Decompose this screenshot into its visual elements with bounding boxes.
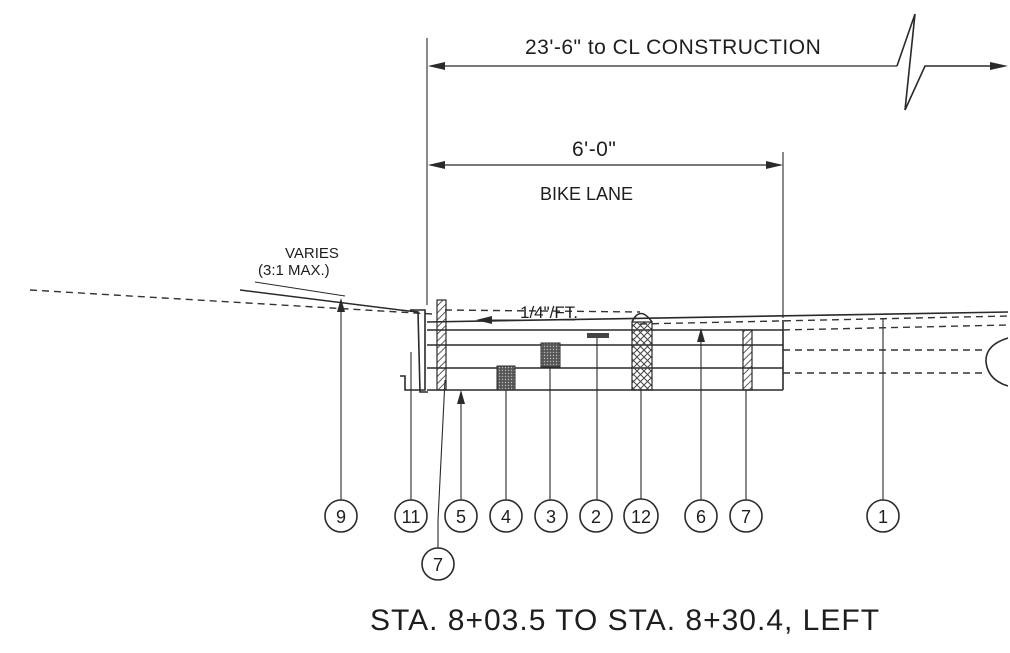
existing-ground-line <box>29 289 433 315</box>
svg-text:3: 3 <box>546 507 556 527</box>
existing-ground-line-far <box>639 315 1009 325</box>
callout-12: 12 <box>623 498 659 534</box>
callout-1: 1 <box>866 499 900 533</box>
callout-bubbles: 9 11 5 4 3 2 12 6 7 1 7 <box>324 498 900 581</box>
svg-text:11: 11 <box>402 507 421 527</box>
pavement-section <box>400 299 1009 391</box>
overall-dimension-label: 23'-6" to CL CONSTRUCTION <box>525 36 821 59</box>
svg-text:2: 2 <box>591 507 601 527</box>
graded-slope <box>239 289 428 393</box>
callout-7-lower: 7 <box>421 547 455 581</box>
svg-text:7: 7 <box>433 555 443 575</box>
callout-2: 2 <box>579 499 613 533</box>
cross-slope-label: 1/4"/FT. <box>520 303 578 322</box>
svg-text:4: 4 <box>501 507 511 527</box>
cross-slope-note: 1/4"/FT. <box>476 303 578 324</box>
callout-9: 9 <box>324 499 358 533</box>
bike-lane-width-label: 6'-0" <box>572 138 616 161</box>
callout-3: 3 <box>534 499 568 533</box>
slope-varies-label: VARIES <box>285 245 339 262</box>
bike-lane-label: BIKE LANE <box>540 184 633 204</box>
callout-6: 6 <box>684 499 718 533</box>
callout-5: 5 <box>444 499 478 533</box>
svg-text:5: 5 <box>456 507 466 527</box>
callout-4: 4 <box>489 499 523 533</box>
overall-dimension: 23'-6" to CL CONSTRUCTION <box>426 13 1008 305</box>
section-title: STA. 8+03.5 TO STA. 8+30.4, LEFT <box>370 604 880 637</box>
callout-11: 11 <box>394 499 428 533</box>
bike-lane-dimension: 6'-0" BIKE LANE <box>428 138 784 318</box>
svg-text:9: 9 <box>336 507 346 527</box>
slope-max-label: (3:1 MAX.) <box>258 262 330 279</box>
svg-text:7: 7 <box>741 507 751 527</box>
slope-note: VARIES (3:1 MAX.) <box>254 245 346 297</box>
svg-text:1: 1 <box>878 507 888 527</box>
svg-text:12: 12 <box>631 507 651 527</box>
callout-7: 7 <box>729 499 763 533</box>
svg-text:6: 6 <box>696 507 706 527</box>
leader-lines <box>337 298 884 548</box>
existing-ground-line-right <box>444 309 641 313</box>
